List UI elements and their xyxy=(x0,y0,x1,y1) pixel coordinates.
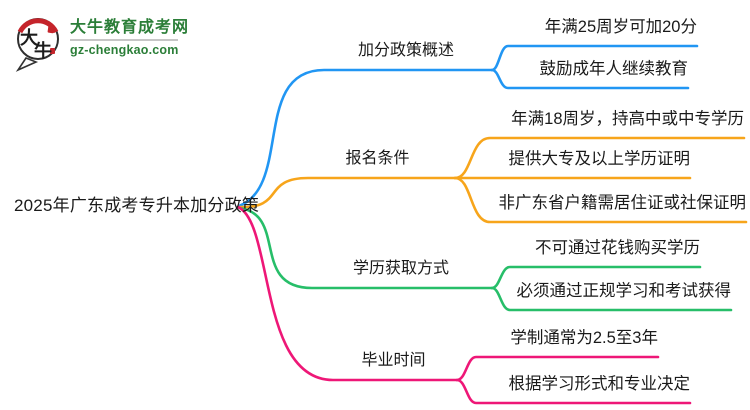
badge-char-top: 大 xyxy=(20,27,38,49)
leaf-line xyxy=(455,355,660,382)
seal-stamp-icon xyxy=(47,24,55,34)
leaf-node: 不可通过花钱购买学历 xyxy=(535,239,700,257)
speech-tail-icon xyxy=(15,57,39,72)
branch-label-graduation: 毕业时间 xyxy=(361,352,426,369)
branch-line xyxy=(237,206,494,290)
leaf-node: 非广东省户籍需居住证或社保证明 xyxy=(498,194,747,212)
logo-divider xyxy=(70,39,178,41)
leaf-node: 必须通过正规学习和考试获得 xyxy=(516,282,732,300)
branch-line xyxy=(237,68,494,208)
branch-line xyxy=(237,176,457,209)
leaf-node: 提供大专及以上学历证明 xyxy=(508,150,691,168)
logo-text-block: 大牛教育成考网 gz-chengkao.com xyxy=(70,18,189,57)
seal-stamp-small-icon xyxy=(50,48,55,54)
branch-label-requirements: 报名条件 xyxy=(345,150,410,167)
leaf-line xyxy=(455,378,692,405)
leaf-line xyxy=(490,68,690,90)
leaf-line xyxy=(453,136,746,180)
leaf-node: 根据学习形式和专业决定 xyxy=(508,375,691,393)
branch-label-overview: 加分政策概述 xyxy=(357,42,454,59)
root-topic: 2025年广东成考专升本加分政策 xyxy=(14,196,260,215)
site-logo[interactable]: 大 牛 大牛教育成考网 gz-chengkao.com xyxy=(12,12,189,72)
leaf-node: 鼓励成年人继续教育 xyxy=(539,60,689,78)
site-name: 大牛教育成考网 xyxy=(70,19,190,36)
leaf-line xyxy=(490,286,733,312)
leaf-node: 学制通常为2.5至3年 xyxy=(510,329,658,347)
branch-label-degree-method: 学历获取方式 xyxy=(352,260,449,277)
site-url: gz-chengkao.com xyxy=(70,43,179,57)
branch-line xyxy=(236,205,459,382)
logo-badge-icon: 大 牛 xyxy=(15,18,59,72)
leaf-node: 年满18周岁，持高中或中专学历 xyxy=(511,110,744,128)
leaf-node: 年满25周岁可加20分 xyxy=(544,18,697,36)
leaf-line xyxy=(453,176,748,224)
badge-char-bottom: 牛 xyxy=(34,40,52,62)
